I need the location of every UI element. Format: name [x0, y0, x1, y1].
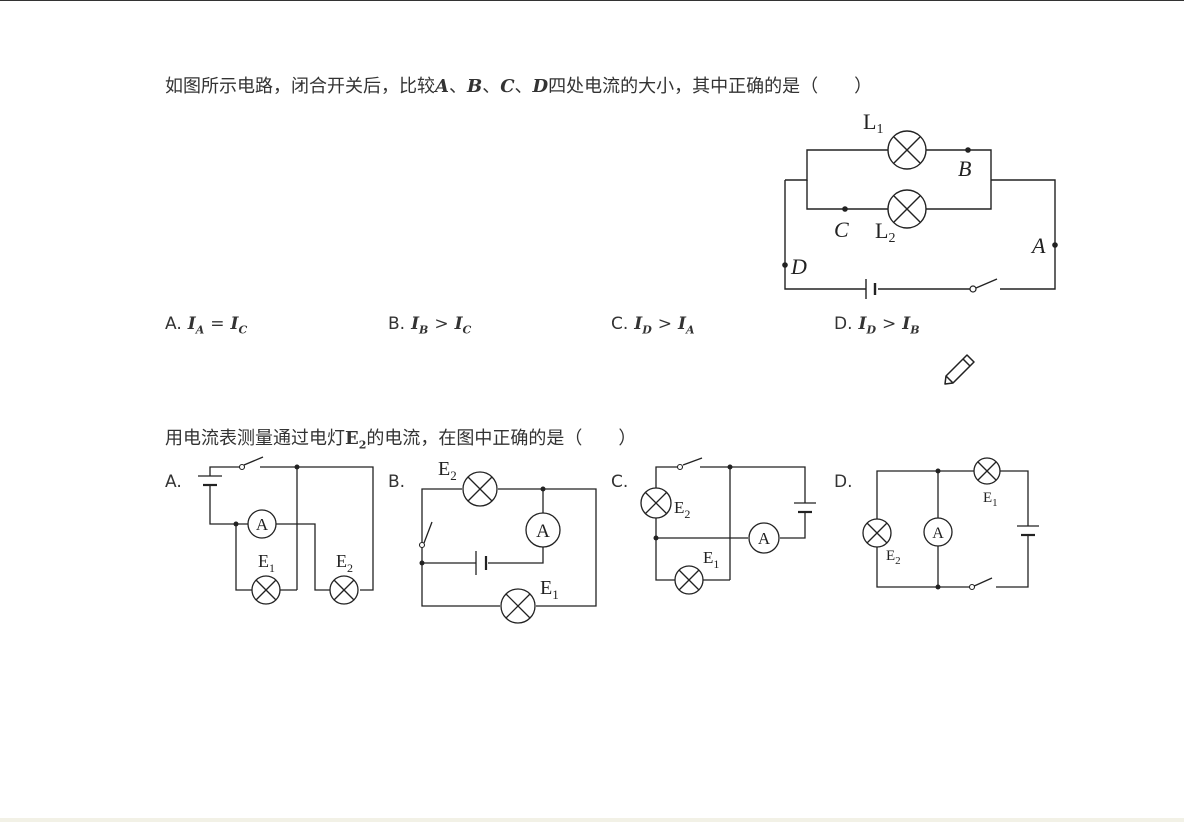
- lamp-label: E1: [983, 490, 998, 509]
- lamp-label: E2: [336, 551, 353, 575]
- formula-rhs: I: [678, 314, 686, 334]
- q2-option-b[interactable]: B.: [388, 472, 405, 492]
- formula-op: >: [657, 314, 673, 334]
- q2-stem: 用电流表测量通过电灯E2的电流，在图中正确的是（ ）: [165, 424, 636, 452]
- q1-stem-prefix: 如图所示电路，闭合开关后，比较: [165, 76, 435, 97]
- ammeter-label: A: [932, 525, 944, 542]
- q2-option-a[interactable]: A.: [165, 472, 182, 492]
- formula-lhs: I: [858, 314, 867, 334]
- q1-stem-sep3: 、: [514, 76, 533, 97]
- option-letter: A.: [165, 314, 182, 334]
- q2-option-c[interactable]: C.: [611, 472, 628, 492]
- ammeter-label: A: [536, 521, 550, 542]
- lamp-label: E2: [674, 498, 690, 521]
- option-formula: IB>IC: [411, 314, 472, 337]
- q1-stem-var-c: C: [500, 76, 515, 97]
- label-l2: L2: [875, 218, 895, 246]
- q1-stem-var-b: B: [466, 76, 483, 97]
- lamp-label: E2: [886, 548, 901, 567]
- q2-stem-var: E2: [345, 428, 367, 452]
- formula-lhs-sub: D: [866, 323, 876, 337]
- label-d: D: [790, 254, 807, 279]
- label-b: B: [958, 156, 971, 181]
- option-letter: C.: [611, 472, 629, 492]
- q2-stem-prefix: 用电流表测量通过电灯: [165, 428, 345, 449]
- option-letter: B.: [388, 314, 406, 334]
- q2-stem-var-sub: 2: [358, 438, 367, 452]
- q1-option-a[interactable]: A.IA=IC: [165, 314, 247, 336]
- ammeter-label: A: [256, 515, 269, 534]
- lamp-label: E2: [438, 458, 457, 483]
- option-letter: A.: [165, 472, 182, 492]
- lamp-label: E1: [540, 577, 559, 602]
- formula-rhs-sub: A: [685, 323, 695, 337]
- lamp-label: E1: [258, 551, 275, 575]
- q1-stem-suffix: 四处电流的大小，其中正确的是（ ）: [548, 76, 873, 97]
- q2-stem-var-letter: E: [345, 428, 359, 449]
- formula-rhs-sub: C: [238, 323, 248, 337]
- label-a: A: [1030, 233, 1046, 258]
- option-formula: ID>IB: [858, 314, 920, 337]
- option-letter: C.: [611, 314, 629, 334]
- q1-stem-var-d: D: [532, 76, 549, 97]
- option-formula: IA=IC: [187, 314, 248, 337]
- q1-stem-sep2: 、: [482, 76, 501, 97]
- formula-lhs: I: [187, 314, 196, 334]
- option-letter: D.: [834, 314, 853, 334]
- formula-rhs-sub: B: [910, 323, 920, 337]
- formula-rhs: I: [454, 314, 463, 334]
- q1-option-d[interactable]: D.ID>IB: [834, 314, 920, 336]
- option-formula: ID>IA: [634, 314, 695, 337]
- option-letter: D.: [834, 472, 853, 492]
- formula-op: >: [434, 314, 449, 334]
- bottom-strip: [0, 818, 1184, 822]
- formula-lhs-sub: A: [195, 323, 205, 337]
- ammeter-label: A: [758, 529, 771, 548]
- formula-lhs: I: [411, 314, 420, 334]
- formula-rhs-sub: C: [462, 323, 472, 337]
- formula-lhs-sub: D: [642, 323, 652, 337]
- formula-op: >: [882, 314, 897, 334]
- formula-lhs-sub: B: [419, 323, 429, 337]
- q2-option-d[interactable]: D.: [834, 472, 853, 492]
- formula-op: =: [210, 314, 225, 334]
- pencil-icon[interactable]: [943, 352, 977, 386]
- q1-option-c[interactable]: C.ID>IA: [611, 314, 695, 336]
- q1-stem: 如图所示电路，闭合开关后，比较A、B、C、D四处电流的大小，其中正确的是（ ）: [165, 72, 872, 98]
- q2-stem-suffix: 的电流，在图中正确的是（ ）: [366, 428, 637, 449]
- option-letter: B.: [388, 472, 406, 492]
- formula-rhs: I: [902, 314, 911, 334]
- formula-lhs: I: [634, 314, 643, 334]
- q1-stem-sep1: 、: [448, 76, 467, 97]
- q1-stem-var-a: A: [435, 76, 449, 97]
- top-border: [0, 0, 1184, 1]
- label-c: C: [834, 217, 849, 242]
- formula-rhs: I: [230, 314, 239, 334]
- lamp-label: E1: [703, 548, 719, 571]
- q1-option-b[interactable]: B.IB>IC: [388, 314, 471, 336]
- label-l1: L1: [863, 109, 883, 137]
